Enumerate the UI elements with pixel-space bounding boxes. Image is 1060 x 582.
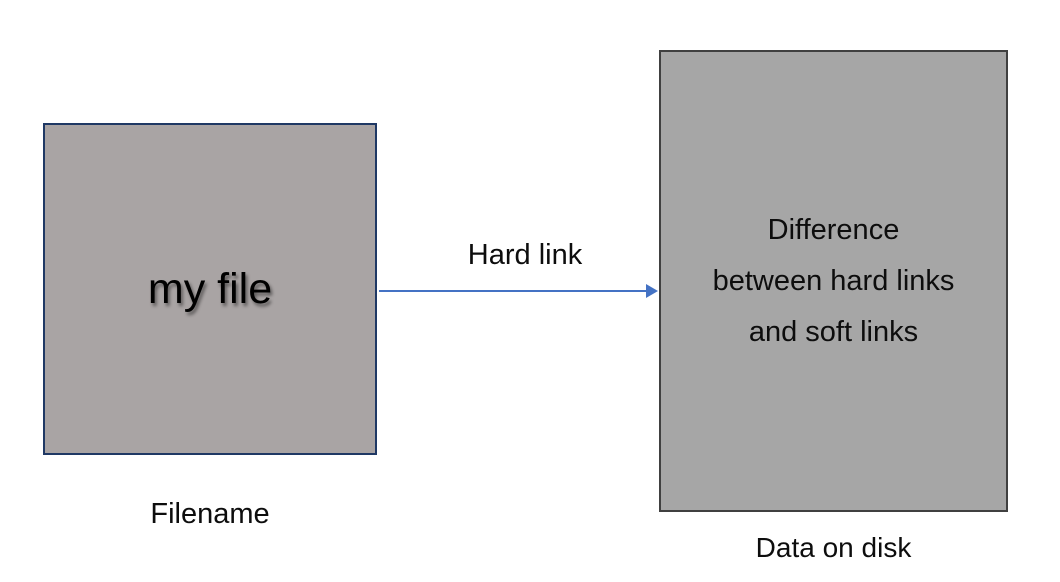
data-box-line-1: Difference <box>767 213 900 246</box>
data-on-disk-caption: Data on disk <box>755 532 912 563</box>
hard-link-arrow-line <box>379 290 649 292</box>
data-on-disk-box: Difference between hard links and soft l… <box>659 50 1008 512</box>
filename-box-label: my file <box>147 264 273 313</box>
filename-box: my file <box>43 123 377 455</box>
hard-link-arrow-head-icon <box>646 284 658 298</box>
filename-caption: Filename <box>150 498 270 530</box>
data-box-line-3: and soft links <box>748 315 919 348</box>
hard-link-label: Hard link <box>467 239 583 271</box>
data-box-line-2: between hard links <box>712 264 955 297</box>
